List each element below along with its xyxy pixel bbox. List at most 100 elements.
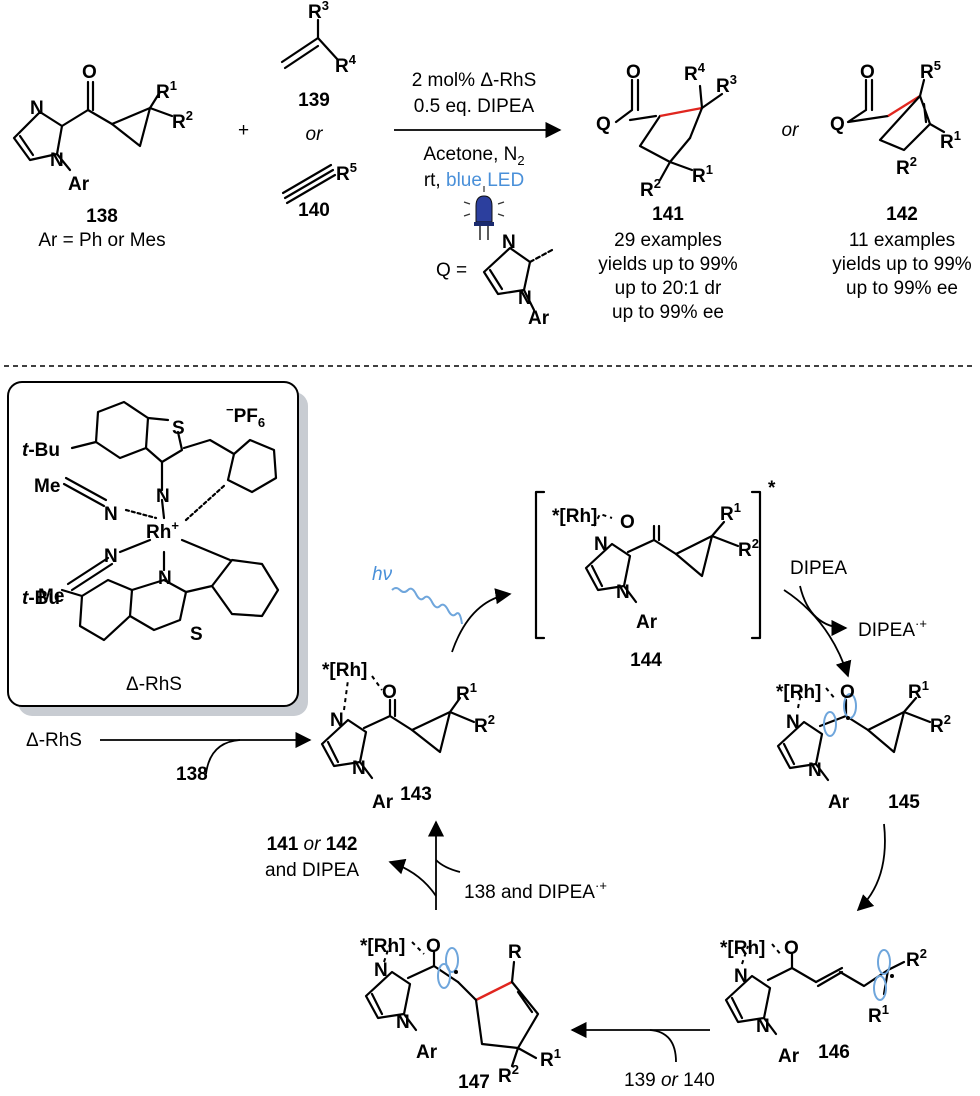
label-145: 145 bbox=[888, 792, 920, 813]
label-143: 143 bbox=[400, 784, 432, 805]
radical-orbital bbox=[873, 975, 887, 1001]
atom-r1: R1 bbox=[692, 162, 713, 187]
label-138: 138 bbox=[86, 206, 118, 227]
atom-r3: R3 bbox=[716, 72, 737, 97]
or-text: or bbox=[782, 120, 800, 141]
atom-r5: R5 bbox=[336, 160, 357, 185]
atom-n: N bbox=[518, 288, 532, 309]
compound-147-structure: *[Rh] O N N Ar R R1 R2 bbox=[360, 936, 561, 1087]
counterion-pf6: −PF6 bbox=[226, 402, 265, 430]
radical-orbital bbox=[877, 949, 891, 975]
atom-o: O bbox=[626, 62, 641, 83]
atom-n: N bbox=[396, 1012, 410, 1033]
label-144: 144 bbox=[630, 650, 662, 671]
atom-r2: R2 bbox=[738, 536, 759, 561]
atom-rh-star: *[Rh] bbox=[552, 506, 597, 527]
note-142: up to 99% ee bbox=[846, 278, 958, 299]
cycle-start-catalyst: Δ-RhS bbox=[26, 730, 82, 751]
atom-rh: Rh+ bbox=[146, 518, 179, 543]
atom-n: N bbox=[786, 712, 800, 733]
atom-n: N bbox=[30, 98, 44, 119]
label-141: 141 bbox=[652, 204, 684, 225]
atom-n: N bbox=[156, 486, 170, 507]
condition-light: rt, blue LED bbox=[424, 170, 524, 191]
atom-r1: R1 bbox=[156, 78, 177, 103]
atom-n: N bbox=[616, 582, 630, 603]
dipea-radical-cation: DIPEA·+ bbox=[858, 616, 927, 641]
atom-n: N bbox=[104, 546, 118, 567]
condition-base: 0.5 eq. DIPEA bbox=[414, 96, 535, 117]
label-139: 139 bbox=[298, 90, 330, 111]
atom-n: N bbox=[502, 232, 516, 253]
label-147: 147 bbox=[458, 1072, 490, 1093]
atom-n: N bbox=[374, 960, 388, 981]
note-141: up to 99% ee bbox=[612, 302, 724, 323]
atom-tbu: t-Bu bbox=[22, 440, 60, 461]
atom-r1: R1 bbox=[720, 500, 741, 525]
photon-icon bbox=[391, 587, 463, 625]
atom-me: Me bbox=[34, 476, 60, 497]
note-141: yields up to 99% bbox=[598, 254, 738, 275]
atom-r4: R4 bbox=[684, 60, 706, 85]
atom-r2: R2 bbox=[474, 712, 495, 737]
set-curve bbox=[799, 585, 848, 637]
atom-n: N bbox=[50, 150, 64, 171]
atom-rh-star: *[Rh] bbox=[720, 938, 765, 959]
radical-dot bbox=[890, 974, 894, 978]
atom-r2: R2 bbox=[906, 946, 927, 971]
atom-q: Q bbox=[596, 114, 611, 135]
atom-r2: R2 bbox=[498, 1062, 519, 1087]
atom-n: N bbox=[808, 760, 822, 781]
excited-state-star: * bbox=[768, 478, 776, 499]
compound-142-structure: O Q R5 R1 R2 bbox=[830, 58, 961, 179]
atom-n: N bbox=[158, 568, 172, 589]
compound-143-structure: N N O *[Rh] Ar R1 R2 bbox=[320, 660, 495, 813]
atom-r1: R1 bbox=[908, 678, 929, 703]
radical-dot bbox=[454, 970, 458, 974]
note-142: yields up to 99% bbox=[832, 254, 972, 275]
atom-r1: R1 bbox=[456, 680, 477, 705]
atom-ar: Ar bbox=[828, 792, 850, 813]
atom-o: O bbox=[426, 936, 441, 957]
or-text: or bbox=[306, 124, 324, 145]
excitation-arrow bbox=[451, 588, 512, 653]
atom-r2: R2 bbox=[896, 154, 917, 179]
atom-n: N bbox=[104, 504, 118, 525]
atom-o: O bbox=[620, 512, 635, 533]
atom-ar: Ar bbox=[778, 1046, 800, 1067]
release-in-curve bbox=[435, 859, 461, 873]
condition-catalyst: 2 mol% Δ-RhS bbox=[412, 70, 537, 91]
atom-r1: R1 bbox=[868, 1002, 889, 1027]
catalyst-box: S N N N N S Me Me Rh+ t-Bu t-Bu −PF6 Δ-R… bbox=[7, 381, 308, 716]
atom-ar: Ar bbox=[636, 612, 658, 633]
atom-s: S bbox=[172, 418, 185, 439]
atom-rh-star: *[Rh] bbox=[776, 682, 821, 703]
released-dipea: and DIPEA bbox=[265, 860, 359, 881]
atom-o: O bbox=[82, 62, 97, 83]
plus-sign: + bbox=[238, 120, 249, 141]
atom-n: N bbox=[594, 534, 608, 555]
atom-me: Me bbox=[38, 586, 64, 607]
label-146: 146 bbox=[818, 1042, 850, 1063]
note-142: 11 examples bbox=[849, 230, 955, 251]
compound-138-structure: N N O Ar R1 R2 bbox=[12, 62, 193, 195]
light-hv: hν bbox=[372, 564, 393, 585]
atom-r: R bbox=[508, 942, 522, 963]
ring-opening-arrow bbox=[856, 823, 886, 912]
label-ar-definition: Ar = Ph or Mes bbox=[38, 230, 165, 251]
note-141: 29 examples bbox=[614, 230, 722, 251]
catalyst-structure bbox=[60, 400, 280, 642]
note-141: up to 20:1 dr bbox=[615, 278, 722, 299]
atom-s: S bbox=[190, 624, 203, 645]
atom-n: N bbox=[734, 966, 748, 987]
label-140: 140 bbox=[298, 200, 330, 221]
cyclization-curve bbox=[649, 1029, 677, 1063]
top-reaction: N N O Ar R1 R2 138 Ar = Ph or Mes + R3 R… bbox=[12, 0, 972, 329]
atom-n: N bbox=[756, 1016, 770, 1037]
atom-r2: R2 bbox=[640, 176, 661, 201]
atom-r3: R3 bbox=[308, 0, 329, 23]
radical-orbital bbox=[437, 963, 451, 989]
atom-rh-star: *[Rh] bbox=[322, 660, 367, 681]
atom-r2: R2 bbox=[172, 108, 193, 133]
atom-tbu: t-Bu bbox=[22, 588, 60, 609]
